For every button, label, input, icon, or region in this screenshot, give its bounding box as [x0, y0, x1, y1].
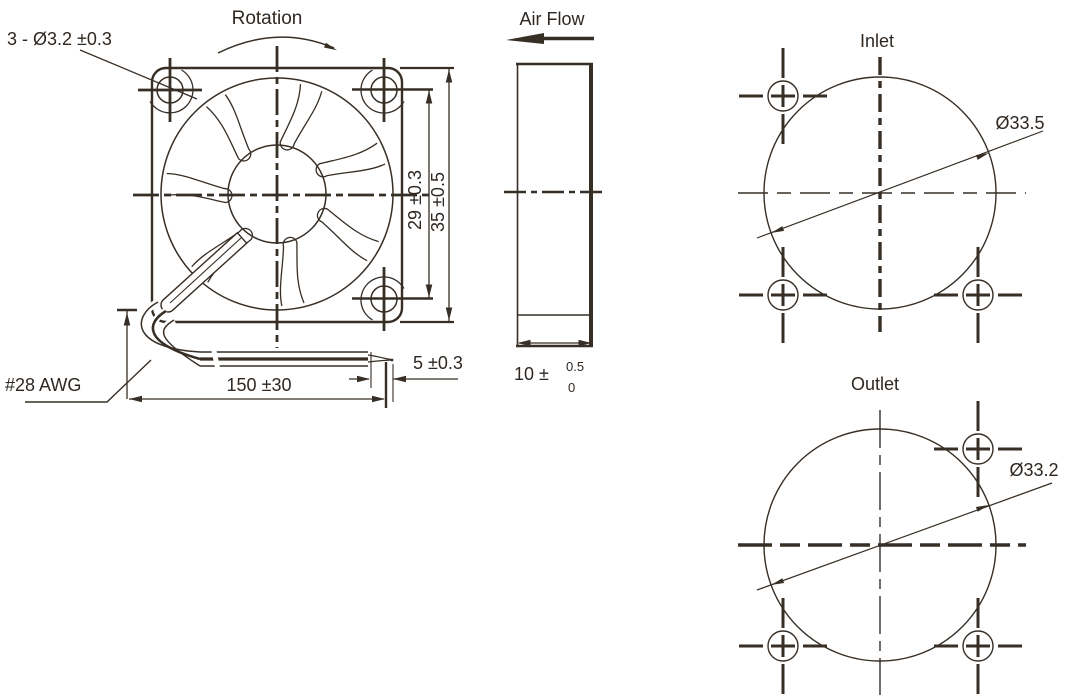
hole-pitch-dimension: 29 ±0.3: [405, 90, 433, 298]
wire-gauge-label: #28 AWG: [5, 375, 81, 395]
outlet-hole-top-right: [934, 401, 1022, 497]
fan-frame: [150, 66, 404, 324]
inlet-venturi-circle: [763, 76, 997, 310]
outlet-hole-bottom-right: [934, 598, 1022, 694]
hole-callout-leader: [79, 49, 198, 100]
mounting-hole-top-right: [352, 58, 433, 122]
thickness-tolerance-lower: 0: [568, 380, 575, 395]
strip-length-dimension: 5 ±0.3: [349, 352, 463, 402]
outlet-hole-bottom-left: [739, 598, 827, 694]
outlet-opening-circle: [763, 428, 997, 662]
rotation-arrowhead: [324, 42, 337, 51]
wire-strip-end: [367, 354, 392, 361]
mounting-hole-top-left: [138, 58, 202, 122]
hole-callout: 3 - Ø3.2 ±0.3: [7, 29, 198, 100]
thickness-dimension: 10 ± 0.5 0: [514, 339, 592, 395]
frame-size-dimension: 35 ±0.5: [400, 66, 454, 324]
wire-gauge-callout: #28 AWG: [5, 359, 152, 403]
strip-length-label: 5 ±0.3: [413, 353, 463, 373]
inlet-diameter-label: Ø33.5: [995, 113, 1044, 133]
inlet-view: Inlet Ø33.5: [738, 31, 1045, 343]
hole-pitch-label: 29 ±0.3: [405, 170, 425, 230]
wire-channel-inner-line: [169, 237, 242, 304]
mounting-hole-bottom-right: [352, 267, 433, 331]
wire-gauge-leader: [25, 359, 152, 403]
side-view: Air Flow 10 ± 0.5 0: [504, 9, 606, 395]
hole-callout-label: 3 - Ø3.2 ±0.3: [7, 29, 112, 49]
hub-circle: [227, 144, 327, 244]
inlet-title: Inlet: [860, 31, 894, 51]
wire-joint-break: [210, 346, 221, 372]
side-body: [516, 62, 593, 348]
outlet-diameter-label: Ø33.2: [1009, 460, 1058, 480]
outlet-view: Outlet Ø33.2: [738, 374, 1059, 695]
inlet-hole-bottom-left: [739, 247, 827, 343]
impeller-outer-circle: [160, 77, 394, 311]
rotation-arc: [217, 36, 335, 54]
corner-boss-top-right: [360, 69, 405, 114]
thickness-tolerance-upper: 0.5: [566, 359, 584, 374]
frame-size-label: 35 ±0.5: [428, 172, 448, 232]
inlet-diameter-dimension: Ø33.5: [756, 113, 1045, 239]
front-view: Rotation 3 - Ø3.2 ±0.3 29 ±0.3 35 ±0.5: [5, 8, 463, 408]
airflow-arrowhead: [506, 33, 544, 44]
rotation-annotation: Rotation: [217, 8, 337, 54]
corner-boss-bottom-right: [360, 276, 405, 321]
impeller: [160, 77, 394, 313]
lead-wire: [137, 298, 394, 372]
lead-length-dimension: 150 ±30: [117, 308, 388, 408]
inlet-hole-top-left: [739, 48, 827, 144]
lead-length-label: 150 ±30: [227, 375, 292, 395]
airflow-label: Air Flow: [519, 9, 585, 29]
airflow-annotation: Air Flow: [506, 9, 594, 44]
outlet-title: Outlet: [851, 374, 899, 394]
outlet-diameter-dimension: Ø33.2: [756, 460, 1059, 591]
thickness-label: 10 ±: [514, 364, 549, 384]
rotation-label: Rotation: [232, 8, 303, 29]
inlet-hole-bottom-right: [934, 247, 1022, 343]
corner-boss-top-left: [149, 69, 194, 114]
